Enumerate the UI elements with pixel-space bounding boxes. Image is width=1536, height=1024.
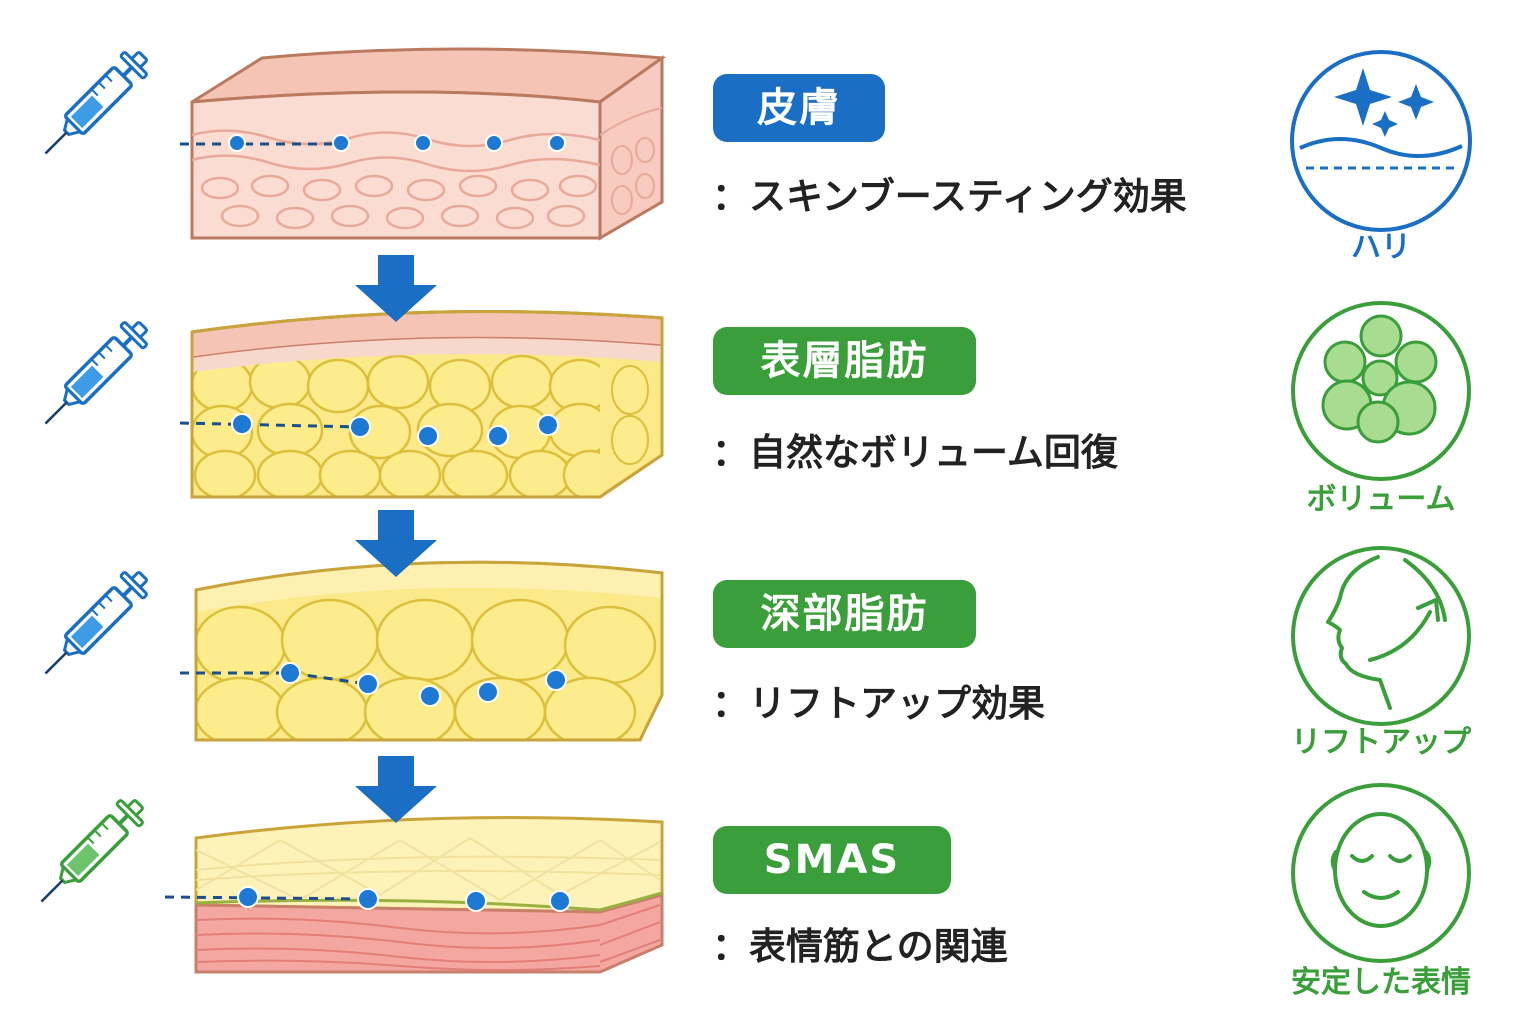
calm-face-icon: [1291, 783, 1471, 963]
down-arrow-icon: [355, 510, 437, 577]
effect-label: ハリ: [1351, 230, 1411, 265]
injection-path-deep-fat: [180, 662, 567, 707]
syringe-icon: [40, 799, 144, 903]
sparkle-icon: [1290, 50, 1472, 232]
layer-description: ：表情筋との関連: [712, 925, 1008, 968]
layer-badge: 表層脂肪: [713, 327, 976, 395]
injection-path-skin: [180, 134, 566, 152]
layer-badge: 深部脂肪: [713, 580, 976, 648]
injection-path-superficial-fat: [179, 413, 559, 447]
fat-cells-icon: [1291, 301, 1471, 481]
layer-description: ：リフトアップ効果: [712, 682, 1045, 725]
layer-badge: 皮膚: [713, 74, 885, 142]
down-arrow-icon: [355, 756, 437, 823]
syringe-icon: [44, 51, 148, 155]
smas-muscle-block: [194, 816, 664, 974]
layer-description: ：スキンブースティング効果: [712, 175, 1187, 218]
skin-layer-block: [190, 47, 667, 241]
superficial-fat-block: [190, 310, 664, 499]
layer-description: ：自然なボリューム回復: [712, 431, 1118, 474]
syringe-icon: [44, 571, 148, 675]
effect-label: リフトアップ: [1291, 725, 1471, 760]
effect-label: 安定した表情: [1291, 965, 1471, 1000]
face-lift-icon: [1291, 546, 1471, 726]
layer-badge: SMAS: [713, 826, 951, 894]
effect-label: ボリューム: [1306, 482, 1456, 517]
down-arrow-icon: [355, 255, 437, 322]
deep-fat-block: [194, 560, 664, 742]
injection-path-smas: [164, 886, 571, 912]
syringe-icon: [44, 321, 148, 425]
